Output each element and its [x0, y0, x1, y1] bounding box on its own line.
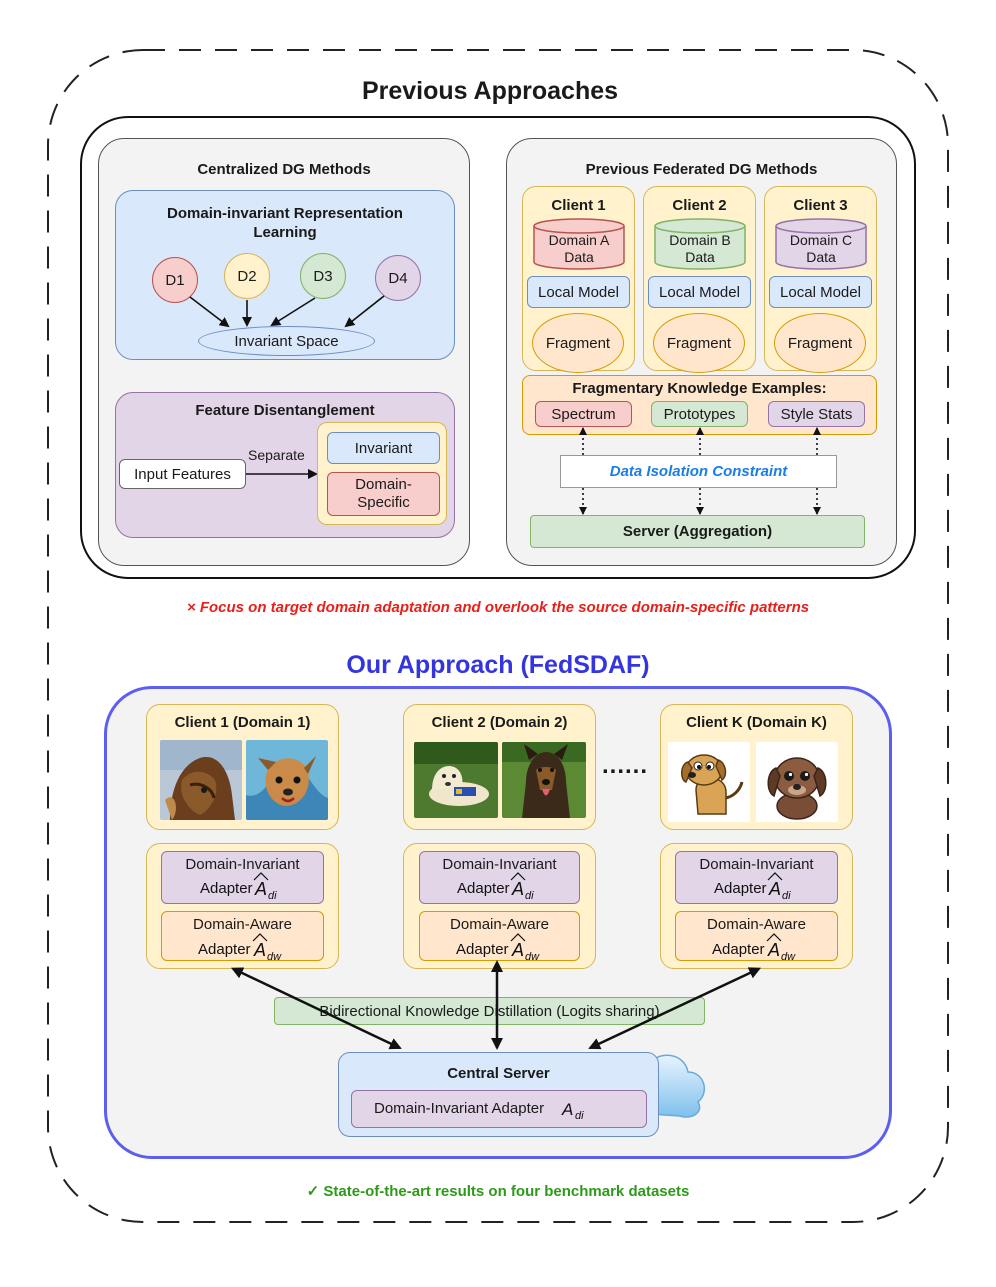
svg-text:Adapter: Adapter [457, 880, 510, 897]
svg-text:A: A [511, 879, 524, 899]
fed-client-2-title: Client 2 [672, 196, 727, 214]
fed-client-2-fragment: Fragment [653, 313, 745, 373]
invariant-adapter-client-2 [419, 851, 580, 904]
result-statement: ✓ State-of-the-art results on four bench… [306, 1183, 690, 1200]
aware-adapter-label: Domain-Aware [193, 915, 292, 933]
dog-photo-image [502, 742, 586, 818]
data-isolation-constraint: Data Isolation Constraint [560, 455, 837, 488]
aware-adapter-client-1 [161, 911, 324, 961]
cartoon-dog-image [756, 742, 838, 822]
ours-client-k-title: Client K (Domain K) [686, 713, 827, 731]
svg-text:Adapter: Adapter [200, 880, 253, 897]
invariant-adapter-label: Domain-Invariant [185, 855, 300, 873]
svg-text:dw: dw [267, 951, 282, 963]
svg-text:Adapter: Adapter [714, 880, 767, 897]
domain-specific-node: Domain-Specific [327, 472, 440, 516]
svg-text:di: di [268, 890, 277, 902]
fed-client-3-title: Client 3 [793, 196, 848, 214]
fed-client-1-fragment: Fragment [532, 313, 624, 373]
svg-text:di: di [575, 1110, 584, 1122]
input-features-node: Input Features [119, 459, 246, 489]
svg-text:A: A [767, 940, 780, 960]
previous-title: Previous Approaches [361, 76, 619, 105]
aware-adapter-label: Domain-Aware [450, 915, 549, 933]
invariant-adapter-label: Domain-Invariant [699, 855, 814, 873]
ours-client-2-title: Client 2 (Domain 2) [431, 713, 568, 731]
style-stats-node: Style Stats [768, 401, 865, 427]
domain-node-d4: D4 [375, 255, 421, 301]
svg-text:di: di [525, 890, 534, 902]
database-icon [775, 218, 867, 270]
fed-client-1-data: Domain A Data [548, 232, 610, 265]
centralized-title: Centralized DG Methods [197, 160, 371, 178]
svg-text:A: A [253, 940, 266, 960]
server-adapter-label: Domain-Invariant Adapter [374, 1100, 545, 1117]
svg-text:di: di [782, 890, 791, 902]
database-icon [533, 218, 625, 270]
svg-text:A: A [768, 879, 781, 899]
fed-client-3-data: Domain C Data [789, 232, 853, 265]
fed-client-3-model: Local Model [769, 276, 872, 308]
svg-text:Adapter: Adapter [456, 941, 509, 958]
domain-node-d3: D3 [300, 253, 346, 299]
issue-statement: × Focus on target domain adaptation and … [186, 598, 810, 616]
svg-text:Adapter: Adapter [712, 941, 765, 958]
fed-client-1-model: Local Model [527, 276, 630, 308]
invariant-adapter-client-k [675, 851, 838, 904]
fed-client-2-data: Domain B Data [669, 232, 731, 265]
domain-node-d2: D2 [224, 253, 270, 299]
invariant-space-node: Invariant Space [198, 326, 375, 356]
svg-text:A: A [254, 879, 267, 899]
separate-label: Separate [248, 447, 305, 463]
svg-text:dw: dw [525, 951, 540, 963]
spectrum-node: Spectrum [535, 401, 632, 427]
cartoon-dog-image [668, 742, 750, 822]
database-icon [654, 218, 746, 270]
svg-text:Adapter: Adapter [198, 941, 251, 958]
dog-painting-image [160, 740, 242, 820]
dog-photo-image [414, 742, 498, 818]
ours-client-1-title: Client 1 (Domain 1) [174, 713, 311, 731]
invariant-adapter-client-1 [161, 851, 324, 904]
dirl-title: Domain-invariant Representation Learning [167, 205, 403, 241]
aware-adapter-label: Domain-Aware [707, 915, 806, 933]
dog-painting-image [246, 740, 328, 820]
fed-client-3-fragment: Fragment [774, 313, 866, 373]
invariant-node: Invariant [327, 432, 440, 464]
federated-title: Previous Federated DG Methods [585, 160, 818, 178]
ours-title: Our Approach (FedSDAF) [346, 650, 650, 679]
aware-adapter-client-k [675, 911, 838, 961]
fed-client-2-model: Local Model [648, 276, 751, 308]
central-server-title: Central Server [447, 1064, 550, 1082]
domain-node-d1: D1 [152, 257, 198, 303]
svg-text:dw: dw [781, 951, 796, 963]
invariant-adapter-label: Domain-Invariant [442, 855, 557, 873]
fed-server-node: Server (Aggregation) [530, 515, 865, 548]
fragmentary-title: Fragmentary Knowledge Examples: [572, 379, 827, 397]
prototypes-node: Prototypes [651, 401, 748, 427]
svg-text:A: A [511, 940, 524, 960]
fed-client-1-title: Client 1 [551, 196, 606, 214]
svg-text:A: A [561, 1100, 573, 1119]
server-invariant-adapter [351, 1090, 647, 1128]
feature-title: Feature Disentanglement [195, 401, 375, 419]
ellipsis-dots: ...... [602, 752, 649, 779]
